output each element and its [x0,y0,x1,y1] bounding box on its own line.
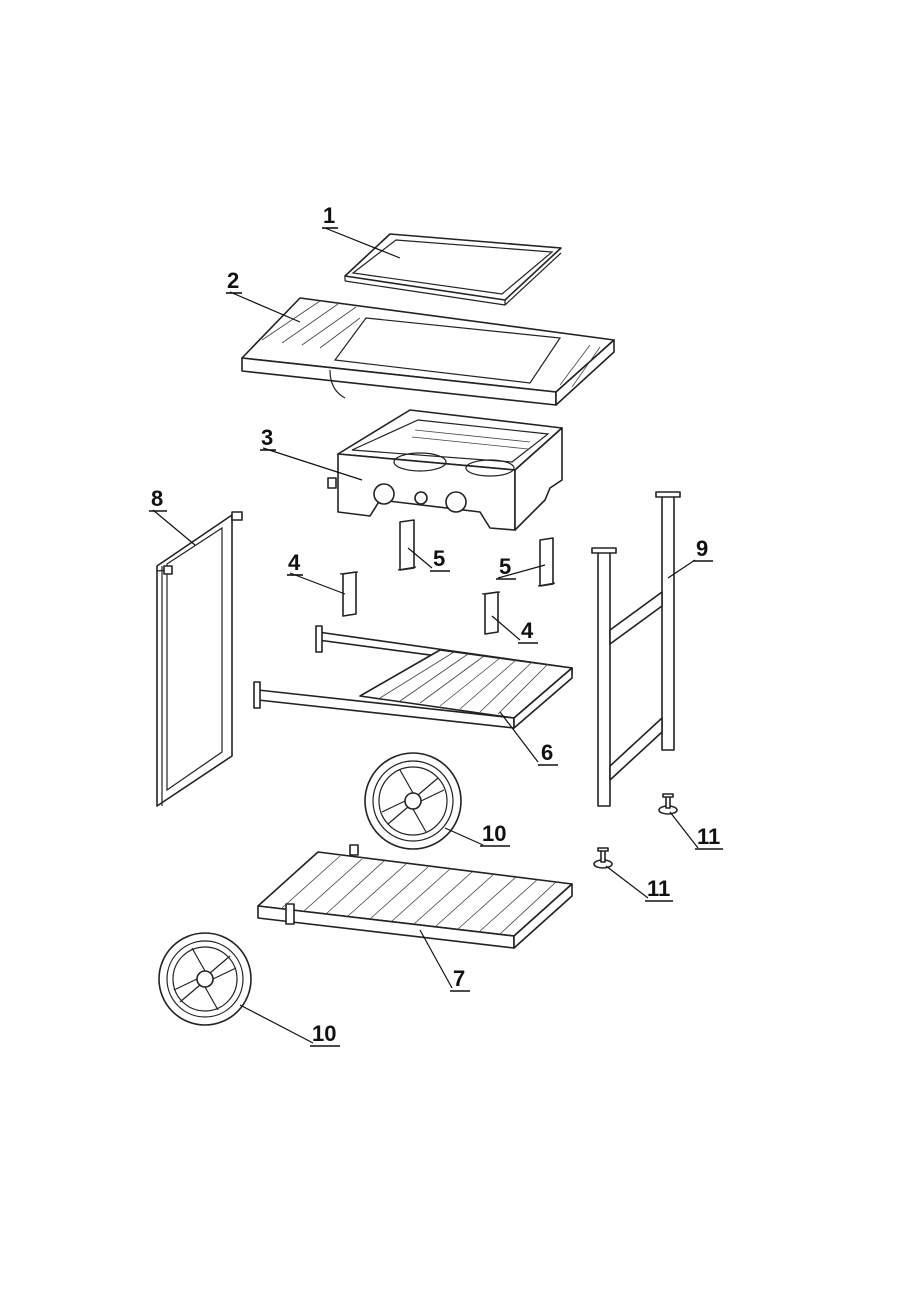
callout-label: 11 [647,876,670,901]
part-11-foot [658,793,678,815]
callout-3: 3 [260,425,276,451]
part-11-foot [593,847,613,869]
callout-label: 4 [521,618,534,643]
callout-label: 5 [499,554,511,579]
part-6-middle-shelf [253,625,573,729]
callout-6: 6 [538,740,558,766]
callout-7: 7 [450,966,470,992]
callout-8: 8 [149,486,167,512]
part-4-bracket [339,571,359,617]
part-2-top-frame [241,297,615,406]
callout-label: 1 [323,203,335,228]
callout-9: 9 [693,536,713,562]
part-9-right-frame [591,491,681,807]
leader-lines [152,227,699,1044]
callout-label: 10 [312,1021,336,1046]
part-5-bracket [537,537,556,587]
callout-4: 4 [518,618,538,644]
callout-label: 4 [288,550,301,575]
callout-label: 7 [453,966,465,991]
part-1-drip-tray [344,233,562,306]
callout-10: 10 [480,821,510,847]
callout-1: 1 [322,203,338,229]
callout-label: 10 [482,821,506,846]
part-10-wheel [364,752,462,850]
callout-label: 6 [541,740,553,765]
part-5-bracket [397,519,417,571]
callout-5: 5 [496,554,516,580]
callout-11: 11 [695,824,723,850]
callout-10: 10 [310,1021,340,1047]
callout-4: 4 [287,550,303,576]
part-3-burner-body [327,409,563,531]
callout-label: 9 [696,536,708,561]
callout-label: 11 [697,824,720,849]
part-8-left-frame [156,511,243,807]
part-7-bottom-shelf [257,844,573,949]
callout-11: 11 [645,876,673,902]
part-10-wheel [158,932,252,1026]
callout-label: 8 [151,486,163,511]
callout-5: 5 [430,546,450,572]
callout-label: 5 [433,546,445,571]
callout-label: 3 [261,425,273,450]
callout-label: 2 [227,268,239,293]
part-4-bracket [481,591,501,635]
callout-2: 2 [226,268,242,294]
